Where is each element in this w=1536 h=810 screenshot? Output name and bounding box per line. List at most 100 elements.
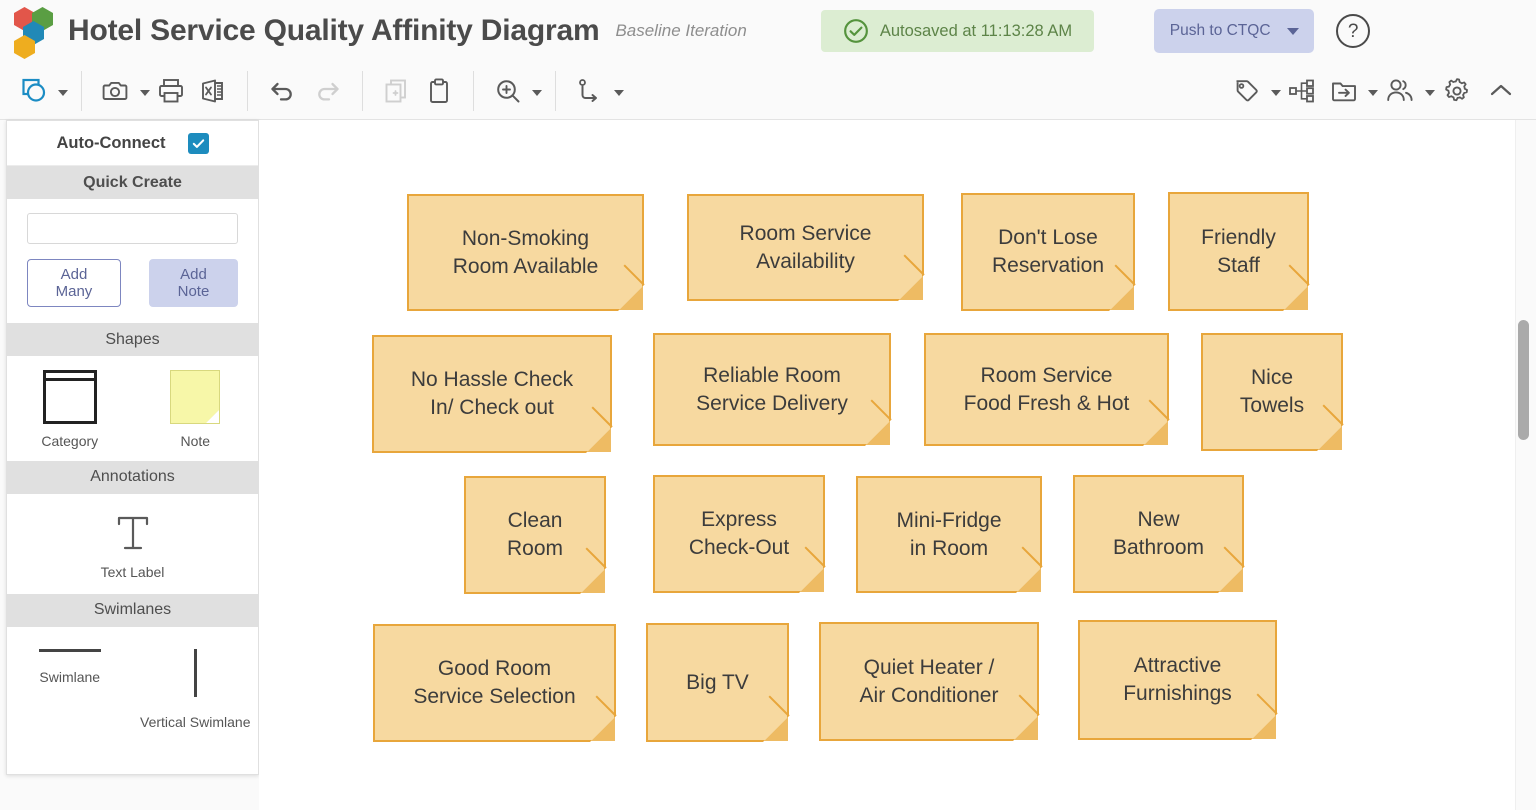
diagram-canvas[interactable]: Non-Smoking Room Available Room Service A…	[259, 120, 1517, 810]
help-button[interactable]: ?	[1336, 14, 1371, 48]
vertical-scrollbar-thumb[interactable]	[1518, 320, 1529, 440]
page-title: Hotel Service Quality Affinity Diagram	[68, 14, 600, 47]
share-users-button[interactable]	[1378, 71, 1422, 111]
quick-create-body: Add Many Add Note	[7, 199, 258, 323]
note-fold-edge	[870, 399, 892, 421]
push-to-ctqc-button[interactable]: Push to CTQC	[1154, 9, 1315, 53]
sticky-note[interactable]: Nice Towels	[1201, 333, 1344, 451]
annotation-item-text-label[interactable]: Text Label	[7, 493, 258, 594]
toolbar-group-right	[1213, 71, 1536, 111]
sticky-note[interactable]: Room Service Availability	[687, 194, 925, 301]
note-fold-corner-icon	[587, 428, 611, 452]
note-fold-corner-icon	[899, 276, 923, 300]
sticky-note[interactable]: Express Check-Out	[653, 475, 826, 593]
magnifier-plus-icon	[497, 79, 520, 102]
users-caret-icon[interactable]	[1425, 89, 1435, 96]
sticky-note-text: Room Service Availability	[739, 221, 872, 273]
sticky-note[interactable]: Non-Smoking Room Available	[407, 194, 645, 311]
sticky-note-text: Express Check-Out	[688, 508, 790, 559]
undo-arrow-icon	[271, 82, 292, 101]
zoom-caret-icon[interactable]	[532, 89, 542, 96]
camera-button[interactable]	[95, 71, 137, 111]
quick-create-input[interactable]	[27, 213, 238, 244]
select-tool-caret-icon[interactable]	[58, 89, 68, 96]
shape-item-category[interactable]: Category	[7, 370, 133, 451]
collapse-toolbar-button[interactable]	[1479, 71, 1523, 111]
sticky-note[interactable]: New Bathroom	[1073, 475, 1245, 593]
zoom-button[interactable]	[487, 71, 529, 111]
note-fold-edge	[595, 695, 617, 717]
note-fold-corner-icon	[764, 717, 788, 741]
shape-label-note: Note	[180, 433, 211, 449]
settings-button[interactable]	[1435, 71, 1479, 111]
sticky-note[interactable]: Attractive Furnishings	[1078, 620, 1278, 740]
autosave-text: Autosaved at 11:13:28 AM	[879, 21, 1073, 40]
note-fold-edge	[591, 406, 613, 428]
export-excel-button[interactable]	[192, 71, 234, 111]
toolbar-group-history	[248, 71, 362, 111]
sticky-note[interactable]: Friendly Staff	[1168, 192, 1310, 311]
connector-caret-icon[interactable]	[614, 89, 624, 96]
select-tool-button[interactable]	[13, 71, 55, 111]
sticky-note-text: Big TV	[686, 670, 749, 694]
auto-connect-checkbox[interactable]	[187, 132, 209, 154]
annotation-label-text-label: Text Label	[100, 563, 165, 580]
note-fold-edge	[1288, 264, 1310, 286]
copy-button[interactable]	[376, 71, 418, 111]
check-circle-icon	[843, 19, 868, 43]
users-icon	[1387, 78, 1413, 101]
sticky-note[interactable]: No Hassle Check In/ Check out	[372, 335, 613, 453]
hierarchy-button[interactable]	[1281, 71, 1323, 111]
note-fold-edge	[585, 547, 607, 569]
section-header-annotations: Annotations	[7, 460, 258, 494]
category-shape-icon	[42, 370, 97, 424]
sticky-note-text: Room Service Food Fresh & Hot	[963, 363, 1130, 415]
text-label-icon	[117, 516, 148, 549]
vertical-scrollbar[interactable]	[1515, 120, 1530, 810]
tags-button[interactable]	[1226, 71, 1268, 111]
sticky-note[interactable]: Reliable Room Service Delivery	[653, 333, 892, 446]
sticky-note-text: Attractive Furnishings	[1123, 654, 1232, 705]
swimlane-item-horizontal[interactable]: Swimlane	[7, 648, 133, 731]
note-fold-edge	[1256, 693, 1278, 715]
sticky-note[interactable]: Good Room Service Selection	[373, 624, 617, 742]
note-fold-edge	[1018, 694, 1040, 716]
note-shape-icon	[170, 370, 221, 424]
folder-caret-icon[interactable]	[1368, 89, 1378, 96]
gear-icon	[1445, 77, 1468, 101]
sticky-note-text: Non-Smoking Room Available	[452, 226, 599, 278]
note-fold-corner-icon	[866, 421, 890, 445]
connector-button[interactable]	[569, 71, 611, 111]
sticky-note[interactable]: Quiet Heater / Air Conditioner	[819, 622, 1040, 741]
sticky-note-text: Reliable Room Service Delivery	[696, 363, 848, 415]
sticky-note-text: Good Room Service Selection	[413, 657, 576, 708]
toolbar-divider	[247, 70, 248, 111]
add-note-button[interactable]: Add Note	[148, 259, 238, 307]
swimlane-label-horizontal: Swimlane	[39, 668, 101, 685]
move-to-folder-button[interactable]	[1323, 71, 1365, 111]
app-logo	[0, 0, 62, 62]
shape-item-note[interactable]: Note	[133, 370, 259, 451]
sticky-note[interactable]: Big TV	[646, 623, 790, 742]
section-header-shapes: Shapes	[7, 323, 258, 356]
sticky-note[interactable]: Don't Lose Reservation	[961, 193, 1136, 311]
sticky-note-text: Don't Lose Reservation	[991, 226, 1105, 277]
paste-button[interactable]	[418, 71, 460, 111]
sticky-note[interactable]: Mini-Fridge in Room	[856, 476, 1043, 593]
clipboard-paste-icon	[430, 77, 448, 103]
add-many-button[interactable]: Add Many	[27, 259, 121, 307]
sticky-note[interactable]: Clean Room	[464, 476, 607, 594]
shape-label-category: Category	[41, 433, 99, 449]
print-button[interactable]	[150, 71, 192, 111]
undo-button[interactable]	[261, 71, 305, 111]
tags-caret-icon[interactable]	[1271, 89, 1281, 96]
note-fold-edge	[623, 264, 645, 286]
sticky-note[interactable]: Room Service Food Fresh & Hot	[924, 333, 1170, 446]
camera-caret-icon[interactable]	[140, 89, 150, 96]
redo-button[interactable]	[305, 71, 349, 111]
toolbar-divider	[362, 70, 363, 111]
copy-icon	[385, 79, 406, 102]
swimlane-item-vertical[interactable]: Vertical Swimlane	[133, 648, 259, 731]
toolbar-divider	[473, 70, 474, 111]
excel-icon	[202, 79, 223, 102]
